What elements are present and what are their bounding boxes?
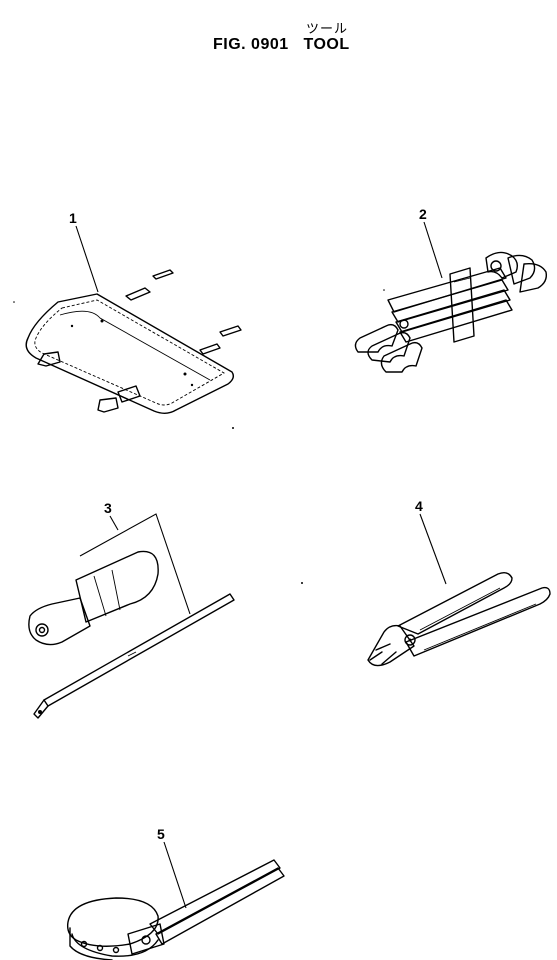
scan-specks (13, 289, 385, 584)
leader-line-1 (75, 225, 99, 293)
callout-5: 5 (157, 826, 165, 842)
leader-line-4 (419, 513, 447, 585)
leader-line-5 (163, 841, 187, 909)
wrench-set-illustration (354, 221, 548, 373)
callout-4: 4 (415, 498, 423, 514)
tool-bag-illustration (25, 225, 242, 414)
filter-wrench-illustration (66, 841, 285, 960)
figure-number: FIG. 0901 (213, 36, 289, 53)
pliers-illustration (367, 513, 551, 667)
figure-title: FIG. 0901 TOOL (213, 36, 350, 54)
callout-1: 1 (69, 210, 77, 226)
leader-line-2 (423, 221, 443, 279)
callout-2: 2 (419, 206, 427, 222)
figure-name: TOOL (303, 36, 350, 53)
screwdriver-illustration (28, 513, 235, 719)
title-japanese: ツール (306, 22, 349, 37)
callout-3: 3 (104, 500, 112, 516)
bracket-line-3 (79, 513, 191, 615)
leader-line-3 (109, 515, 119, 531)
